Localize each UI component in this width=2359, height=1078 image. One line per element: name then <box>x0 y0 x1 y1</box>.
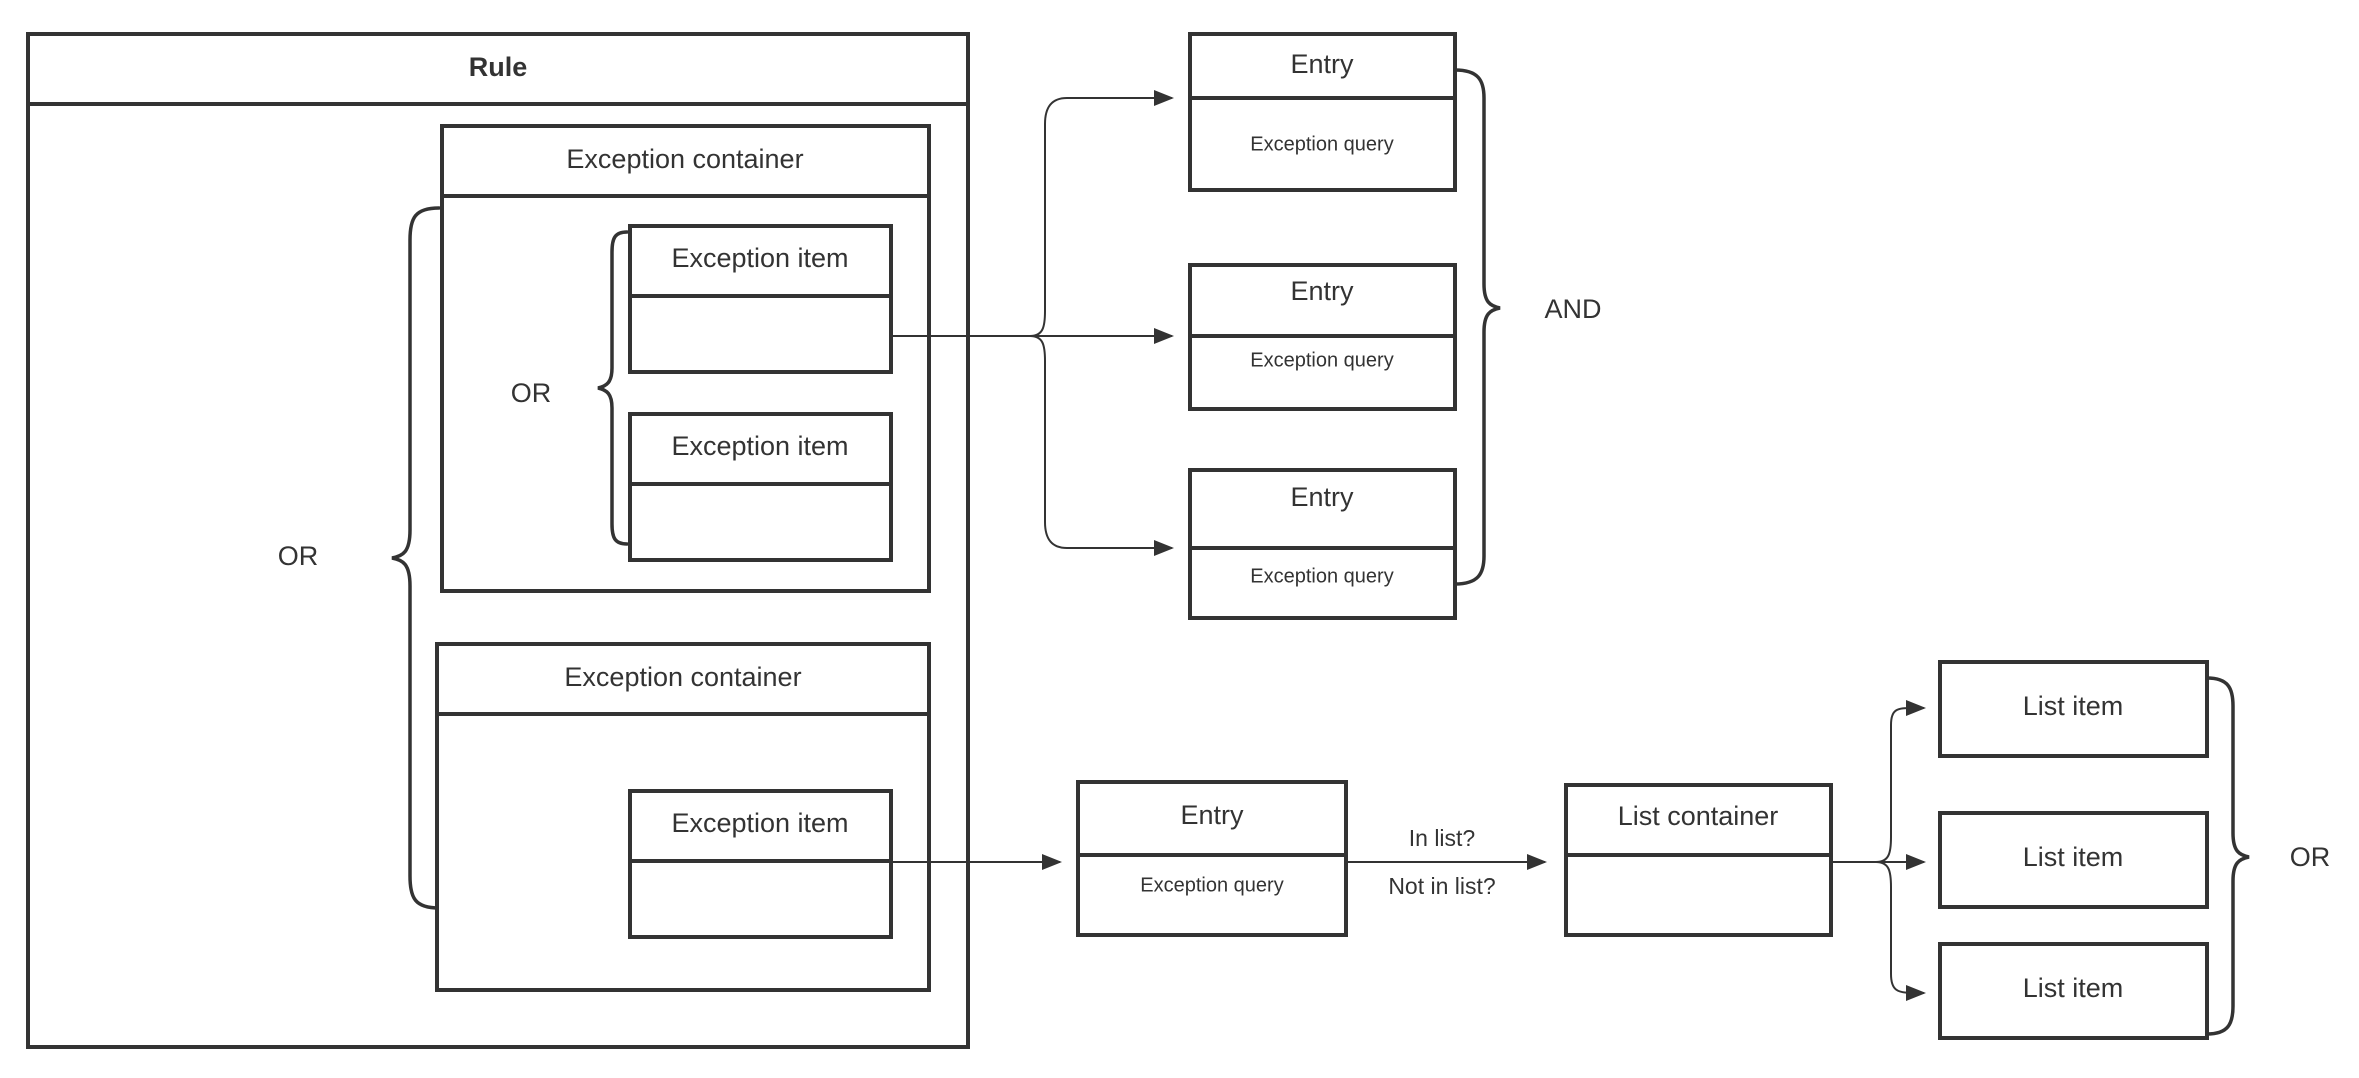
entry-and-brace <box>1453 68 1501 586</box>
list-item-box-2[interactable]: List item <box>1938 811 2209 909</box>
entry-box-3-body: Exception query <box>1250 565 1393 587</box>
exception-item-1a-header: Exception item <box>671 243 848 273</box>
exception-item-1a[interactable]: Exception item <box>628 224 893 374</box>
entry-box-3[interactable]: Entry Exception query <box>1188 468 1457 620</box>
list-item-box-1[interactable]: List item <box>1938 660 2209 758</box>
exception-item-1a-outline <box>628 224 893 374</box>
rule-title: Rule <box>469 52 528 82</box>
list-entry-box[interactable]: Entry Exception query <box>1076 780 1348 937</box>
list-or-brace-group: OR <box>2205 676 2331 1036</box>
list-or-brace <box>2205 676 2250 1036</box>
entry-box-3-header: Entry <box>1290 482 1354 512</box>
entry-box-1[interactable]: Entry Exception query <box>1188 32 1457 192</box>
entry-fanout-connectors <box>891 90 1174 556</box>
entry-box-1-outline <box>1188 32 1457 192</box>
entry-and-label: AND <box>1544 294 1601 324</box>
list-entry-box-outline <box>1076 780 1348 937</box>
list-item-branch-top <box>1875 700 1926 863</box>
exception-item-2a-header: Exception item <box>671 808 848 838</box>
list-entry-box-header: Entry <box>1180 800 1244 830</box>
list-container-header: List container <box>1618 801 1779 831</box>
exception-item-1b-outline <box>628 412 893 562</box>
inner-or-label: OR <box>511 378 552 408</box>
exception-item-1b-header: Exception item <box>671 431 848 461</box>
list-or-label: OR <box>2290 842 2331 872</box>
entry-branch-bottom <box>1029 335 1174 556</box>
entry-box-2[interactable]: Entry Exception query <box>1188 263 1457 411</box>
list-item-box-3-outline <box>1938 942 2209 1040</box>
list-item-box-2-outline <box>1938 811 2209 909</box>
outer-or-brace-group: OR <box>278 206 441 910</box>
list-item-box-1-label: List item <box>2023 691 2124 721</box>
entry-box-3-outline <box>1188 468 1457 620</box>
outer-or-label: OR <box>278 541 319 571</box>
entry-box-1-body: Exception query <box>1250 133 1393 155</box>
exception-container-2-header: Exception container <box>564 662 801 692</box>
list-entry-box-body: Exception query <box>1140 874 1283 896</box>
exception-item-2a-outline <box>628 789 893 939</box>
exception-item-2a[interactable]: Exception item <box>628 789 893 939</box>
entry-and-brace-group: AND <box>1453 68 1602 586</box>
exception-item-1b[interactable]: Exception item <box>628 412 893 562</box>
inner-or-brace <box>597 230 629 546</box>
entry-box-2-body: Exception query <box>1250 349 1393 371</box>
list-item-box-3[interactable]: List item <box>1938 942 2209 1040</box>
list-decision-edge: In list? Not in list? <box>1346 825 1547 899</box>
inner-or-brace-group: OR <box>511 230 629 546</box>
exception-container-1-header: Exception container <box>566 144 803 174</box>
in-list-label: In list? <box>1409 825 1475 851</box>
outer-or-brace <box>391 206 441 910</box>
list-container-box[interactable]: List container <box>1564 783 1833 937</box>
entry-branch-top <box>1029 90 1174 337</box>
entry-box-1-header: Entry <box>1290 49 1354 79</box>
list-item-box-3-label: List item <box>2023 973 2124 1003</box>
list-item-branch-bottom <box>1875 861 1926 1001</box>
entry-box-2-header: Entry <box>1290 276 1354 306</box>
list-item-fanout-connectors <box>1831 700 1926 1001</box>
list-item-box-1-outline <box>1938 660 2209 758</box>
list-item-box-2-label: List item <box>2023 842 2124 872</box>
not-in-list-label: Not in list? <box>1388 873 1495 899</box>
list-container-outline <box>1564 783 1833 937</box>
